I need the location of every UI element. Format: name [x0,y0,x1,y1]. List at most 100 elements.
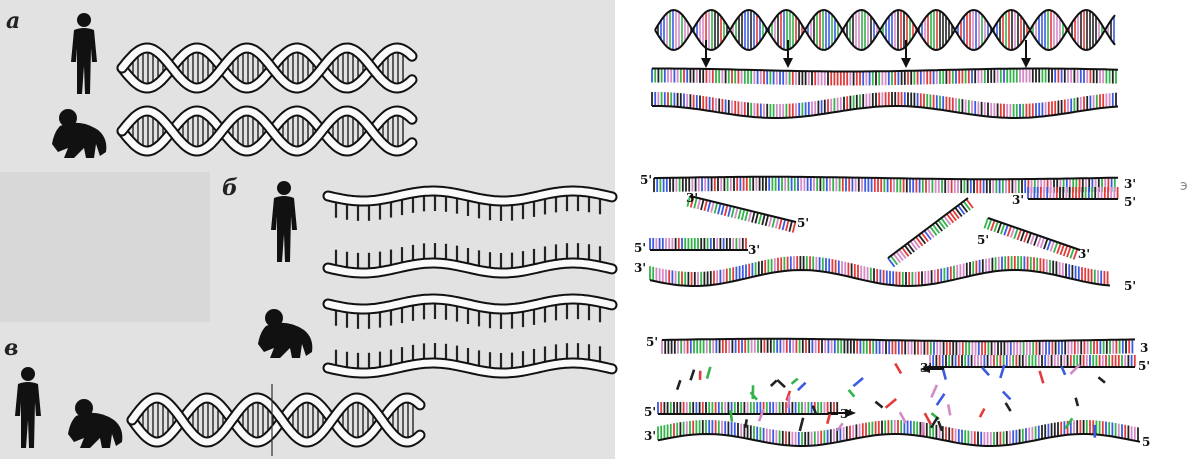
end-5-mid-right: 5' [1124,195,1136,209]
nucleotide [798,383,806,391]
end-5-mid-bottom: 5' [1124,279,1136,293]
end-5-mid-frag: 5' [797,216,809,230]
nucleotide [745,419,747,427]
base-tick [721,204,724,215]
base-tick [735,208,738,219]
arrow-head [1021,58,1031,68]
base-tick [1054,242,1058,252]
end-3-mid-right: 3' [1012,193,1024,207]
nucleotide [707,367,710,379]
nucleotide [777,380,785,387]
label-a: а [6,8,20,34]
nucleotide [948,404,950,415]
arrow-head [783,58,793,68]
mid-complement-strand [650,256,1110,286]
base-tick [1004,225,1008,235]
base-tick [1014,228,1018,238]
base-tick [708,201,711,212]
base-tick [772,217,775,228]
base-tick [718,204,721,215]
mid-short-left [650,238,748,250]
end-5-mid-top: 5' [640,173,652,187]
base-tick [1011,227,1015,237]
nucleotide [980,409,984,418]
nucleotide [800,418,803,431]
base-tick [742,209,745,220]
nucleotide [937,394,945,405]
nucleotide [1098,377,1105,382]
base-tick [738,209,741,220]
base-tick [1060,244,1064,254]
mid-diagonal-rising [888,198,973,267]
base-tick [728,206,731,217]
strand-top-upper [652,69,1118,86]
nucleotide [982,368,989,376]
end-3-mid-bottom: 3' [634,261,646,275]
base-tick [984,218,988,228]
base-tick [1041,238,1045,248]
base-tick [762,214,765,225]
base-tick [783,219,786,230]
down-arrow-4 [1021,40,1031,68]
nucleotide [886,399,897,408]
end-3-mid-top: 3' [1124,177,1136,191]
nucleotide [1070,364,1080,373]
base-tick [769,216,772,227]
base-tick [1051,241,1055,251]
nucleotide [875,402,882,408]
end-5-bot-left: 5' [644,405,656,419]
nucleotide [677,380,680,389]
base-tick [1047,240,1051,250]
left-panel-shade [0,172,210,322]
base-tick [701,199,704,210]
strand-end-labels: 5' 3' 3' 5' 3' 5' 5' 3' 5' 3' 3' 5' 5' 3… [634,173,1150,449]
base-tick [1034,235,1038,245]
nucleotide [943,368,946,379]
label-c: в [4,335,18,361]
end-3-bot-top: 3 [1140,341,1148,355]
base-tick [1074,249,1078,259]
base-tick [1024,232,1028,242]
base-tick [1057,243,1061,253]
nucleotide [731,410,732,422]
base-tick [998,223,1002,233]
mid-diagonal-falling [984,218,1080,259]
base-tick [766,215,769,226]
base-tick [755,213,758,224]
end-5-mid-diag: 5' [977,233,989,247]
end-5-bot-bottom: 5 [1142,435,1150,449]
base-tick [789,221,792,232]
dna-double-helix [655,10,1115,50]
end-3-bot-primer: 3' [920,361,932,375]
backbone [888,198,968,258]
base-tick [786,220,789,231]
end-3-mid-frag: 3' [686,191,698,205]
nucleotide [792,379,798,384]
base-tick [776,218,779,229]
nucleotide [895,364,901,374]
nucleotide [1076,398,1078,406]
base-tick [1031,234,1035,244]
nucleotide [849,390,855,397]
end-5-mid-left: 5' [634,241,646,255]
base-tick [732,207,735,218]
base-tick [1001,224,1005,234]
end-5-bot-top: 5' [646,335,658,349]
side-mark: э [1180,178,1188,194]
base-tick [725,205,728,216]
nucleotide [788,396,789,408]
base-tick [749,211,752,222]
end-3-mid-diag: 3' [1078,247,1090,261]
base-tick [745,210,748,221]
mid-template-strand [654,177,1118,193]
nucleotide [1040,371,1044,383]
right-panel-art [650,10,1140,446]
base-tick [991,220,995,230]
nucleotide [1006,403,1011,411]
base-tick [994,221,998,231]
base-tick [1037,236,1041,246]
base-tick [704,200,707,211]
bottom-template-strand [662,339,1135,355]
